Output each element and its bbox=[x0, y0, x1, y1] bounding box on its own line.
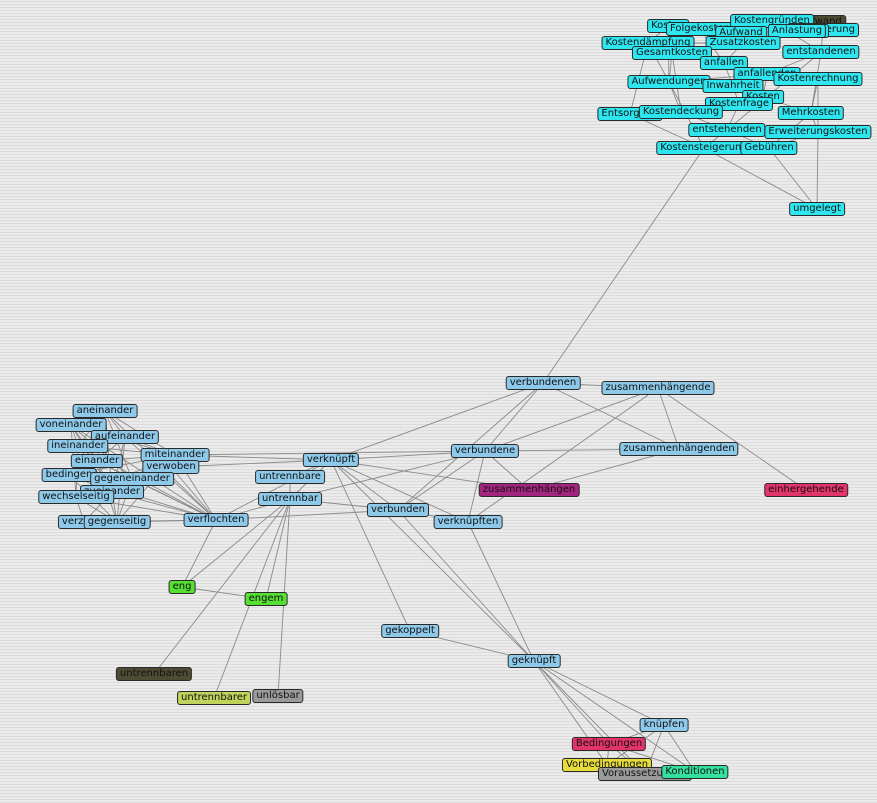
edge-verflochten-verwoben bbox=[170, 466, 217, 521]
node-konditionen[interactable]: Konditionen bbox=[661, 765, 729, 779]
node-untrennbare[interactable]: untrennbare bbox=[255, 470, 325, 484]
node-einhergehende[interactable]: einhergehende bbox=[764, 483, 848, 497]
edge-verknuepft-verknuepften bbox=[330, 459, 469, 523]
edge-verknuepft-verflochten bbox=[215, 459, 332, 521]
node-zusammenhaengen[interactable]: zusammenhängen bbox=[478, 483, 580, 497]
edge-untrennbar-engem bbox=[265, 498, 291, 600]
edge-zusammenhaengende-einhergehende bbox=[657, 387, 807, 491]
node-verknuepft[interactable]: verknüpft bbox=[302, 453, 360, 467]
edge-geknuepft-knuepfen bbox=[533, 660, 665, 726]
edge-verbunden-geknuepft bbox=[397, 509, 535, 662]
node-verknuepften[interactable]: verknüpften bbox=[433, 515, 503, 529]
edge-verbundenen-verbundene bbox=[484, 382, 544, 452]
edge-kostensteigerung-umgelegt bbox=[703, 147, 818, 210]
node-zusatzkosten[interactable]: Zusatzkosten bbox=[705, 36, 781, 50]
edge-verbundenen-kostensteigerung bbox=[542, 147, 705, 384]
edges-layer bbox=[68, 20, 824, 775]
node-zusammenhaengende[interactable]: zusammenhängende bbox=[601, 381, 715, 395]
node-kostenrechnung[interactable]: Kostenrechnung bbox=[773, 72, 863, 86]
node-untrennbaren[interactable]: untrennbaren bbox=[115, 667, 193, 681]
edge-verbundenen-zusammenhaengenden bbox=[542, 382, 680, 450]
node-entstehenden[interactable]: entstehenden bbox=[688, 123, 766, 137]
node-bedingungen[interactable]: Bedingungen bbox=[571, 737, 647, 751]
edge-geknuepft-voraussetzungen bbox=[533, 660, 646, 775]
node-zusammenhaengenden[interactable]: zusammenhängenden bbox=[619, 442, 739, 456]
edge-verknuepft-gekoppelt bbox=[330, 459, 411, 632]
edge-zusammenhaengende-verknuepften bbox=[467, 387, 659, 523]
edge-verbundene-verbunden bbox=[397, 450, 486, 511]
node-erweiterungskosten[interactable]: Erweiterungskosten bbox=[764, 125, 872, 139]
edge-verknuepft-geknuepft bbox=[330, 459, 535, 662]
node-mehrkosten[interactable]: Mehrkosten bbox=[777, 106, 845, 120]
node-anfallen[interactable]: anfallen bbox=[699, 56, 749, 70]
node-verbundenen[interactable]: verbundenen bbox=[505, 376, 581, 390]
node-gekoppelt[interactable]: gekoppelt bbox=[381, 624, 439, 638]
edge-geknuepft-konditionen bbox=[533, 660, 696, 773]
edge-verbundenen-verknuepft bbox=[330, 382, 544, 461]
node-verflochten[interactable]: verflochten bbox=[183, 513, 249, 527]
node-knuepfen[interactable]: knüpfen bbox=[639, 718, 689, 732]
node-gesamtkosten[interactable]: Gesamtkosten bbox=[631, 46, 713, 60]
node-bedingen[interactable]: bedingen bbox=[41, 468, 97, 482]
node-verbunden[interactable]: verbunden bbox=[366, 503, 430, 517]
edge-verknuepft-verbunden bbox=[330, 459, 399, 511]
edge-geknuepft-bedingungen bbox=[533, 660, 610, 745]
node-gegeneinander[interactable]: gegeneinander bbox=[90, 472, 174, 486]
node-einander[interactable]: einander bbox=[70, 454, 124, 468]
node-aneinander[interactable]: aneinander bbox=[72, 404, 138, 418]
node-kostensteigerung[interactable]: Kostensteigerung bbox=[656, 141, 752, 155]
edge-verknuepften-geknuepft bbox=[467, 521, 535, 662]
node-engem[interactable]: engem bbox=[244, 592, 288, 606]
node-entstandenen[interactable]: entstandenen bbox=[782, 45, 860, 59]
edge-zusammenhaengende-verbundene bbox=[484, 387, 659, 452]
node-gegenseitig[interactable]: gegenseitig bbox=[83, 515, 151, 529]
edge-gebuehren-umgelegt bbox=[768, 147, 818, 210]
edge-verbundene-untrennbar bbox=[289, 450, 486, 500]
node-aufwendungen[interactable]: Aufwendungen bbox=[627, 75, 711, 89]
node-kostendeckung[interactable]: Kostendeckung bbox=[638, 105, 724, 119]
node-untrennbarer[interactable]: untrennbarer bbox=[177, 691, 251, 705]
node-umgelegt[interactable]: umgelegt bbox=[789, 202, 845, 216]
node-anlastung[interactable]: Anlastung bbox=[767, 24, 827, 38]
node-untrennbar[interactable]: untrennbar bbox=[258, 492, 322, 506]
node-eng[interactable]: eng bbox=[168, 580, 196, 594]
edge-erweiterungskosten-umgelegt bbox=[816, 131, 819, 210]
node-voneinander[interactable]: voneinander bbox=[35, 418, 107, 432]
edge-untrennbar-untrennbaren bbox=[153, 498, 291, 675]
edge-eng-verflochten bbox=[181, 519, 217, 588]
edge-untrennbar-eng bbox=[181, 498, 291, 588]
edge-zusammenhaengende-zusammenhaengenden bbox=[657, 387, 680, 450]
edge-verbundene-verknuepften bbox=[467, 450, 486, 523]
node-inwahrheit[interactable]: Inwahrheit bbox=[702, 79, 764, 93]
node-ineinander[interactable]: ineinander bbox=[47, 439, 109, 453]
node-geknuepft[interactable]: geknüpft bbox=[507, 654, 561, 668]
node-wechselseitig[interactable]: wechselseitig bbox=[38, 490, 114, 504]
node-verbundene[interactable]: verbundene bbox=[450, 444, 520, 458]
node-gebuehren[interactable]: Gebühren bbox=[740, 141, 798, 155]
edge-knuepfen-konditionen bbox=[663, 724, 696, 773]
node-unloesbar[interactable]: unlösbar bbox=[252, 689, 304, 703]
edge-aneinander-gegeneinander bbox=[104, 410, 133, 480]
